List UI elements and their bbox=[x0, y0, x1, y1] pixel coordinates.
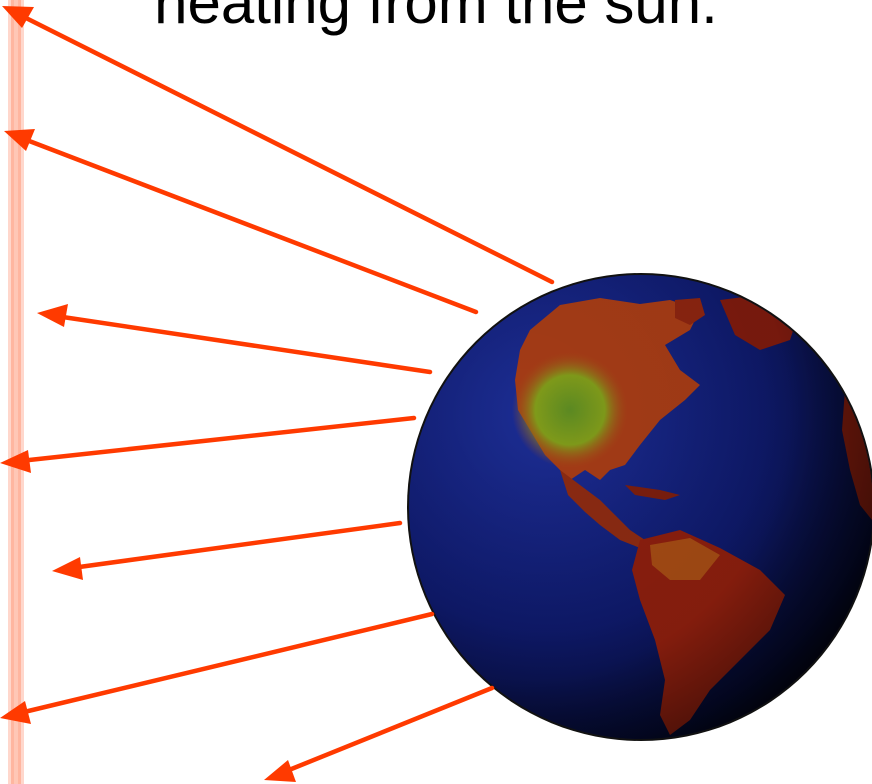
arrow-left-icon bbox=[0, 418, 414, 473]
arrow-left-icon bbox=[52, 523, 400, 580]
arrow-left-icon bbox=[4, 129, 476, 312]
arrow-left-icon bbox=[264, 688, 492, 782]
earth-globe-americas-icon bbox=[407, 273, 872, 741]
arrow-left-icon bbox=[37, 304, 430, 372]
arrow-left-icon bbox=[2, 6, 552, 282]
arrow-left-icon bbox=[0, 614, 432, 724]
left-bar bbox=[8, 0, 24, 784]
